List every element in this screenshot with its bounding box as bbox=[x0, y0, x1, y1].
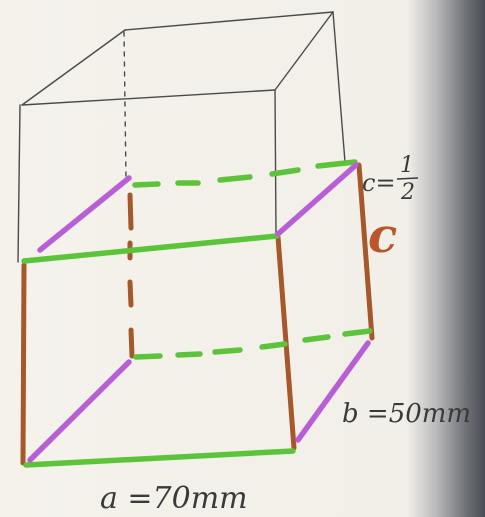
green-bottom-back-dash-6 bbox=[342, 328, 373, 337]
purple-mid-right-depth-edge bbox=[275, 162, 359, 237]
brown-hidden-dash-1 bbox=[127, 192, 134, 231]
brown-hidden-dash-4 bbox=[128, 327, 135, 359]
front-left-upper-edge bbox=[17, 104, 21, 263]
front-right-upper-edge bbox=[274, 89, 277, 235]
c-fraction-bar bbox=[396, 177, 419, 180]
c-fraction-denominator: 2 bbox=[400, 180, 415, 205]
top-back-edge bbox=[124, 11, 334, 31]
green-mid-front-edge bbox=[21, 233, 280, 264]
back-right-upper-edge bbox=[332, 11, 346, 163]
brown-hidden-dash-3 bbox=[127, 279, 134, 308]
green-mid-back-dash-5 bbox=[315, 159, 358, 169]
edges-purple bbox=[27, 162, 371, 463]
b-edge-label: b =50mm bbox=[342, 399, 471, 429]
green-bottom-back-dash-5 bbox=[302, 334, 331, 343]
purple-bottom-left-depth-edge bbox=[27, 359, 132, 463]
edge-c-brown bbox=[20, 162, 375, 466]
c-fraction-numerator: 1 bbox=[400, 153, 414, 178]
green-bottom-back-dash-2 bbox=[175, 351, 203, 358]
green-bottom-back-dash-1 bbox=[133, 353, 163, 360]
back-left-hidden-edge bbox=[123, 31, 127, 181]
top-front-edge bbox=[21, 89, 276, 106]
brown-front-left-edge bbox=[20, 262, 27, 466]
green-mid-back-dash-3 bbox=[217, 174, 253, 183]
green-mid-back-dash-4 bbox=[269, 167, 301, 177]
c-fraction-prefix-label: c= bbox=[362, 169, 396, 197]
pencil-outline bbox=[17, 11, 346, 263]
top-right-edge bbox=[274, 11, 334, 91]
purple-bottom-right-depth-edge bbox=[295, 340, 371, 443]
green-bottom-back-dash-3 bbox=[212, 347, 243, 355]
edges-green bbox=[21, 159, 373, 468]
purple-mid-left-depth-edge bbox=[37, 175, 132, 253]
green-bottom-back-dash-4 bbox=[259, 341, 288, 350]
brown-back-right-edge bbox=[356, 162, 375, 341]
a-edge-label: a =70mm bbox=[100, 481, 248, 516]
green-mid-back-dash-1 bbox=[132, 181, 161, 188]
top-back-left-edge bbox=[21, 29, 126, 106]
green-bottom-front-edge bbox=[23, 448, 296, 468]
c-edge-label: c bbox=[368, 208, 397, 264]
